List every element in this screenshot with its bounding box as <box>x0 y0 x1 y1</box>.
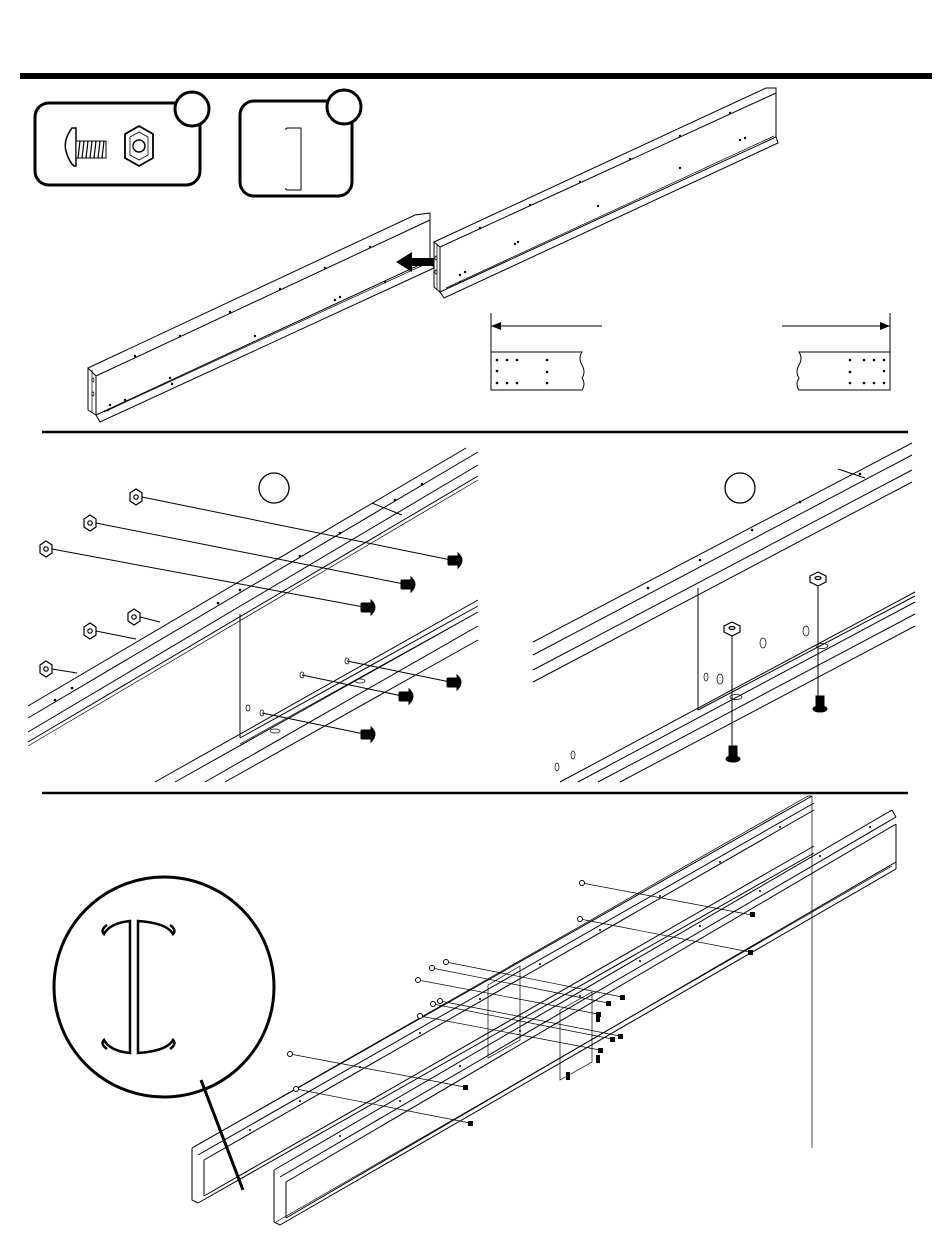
dimension-right-end <box>782 313 890 390</box>
nut-icon <box>724 572 826 636</box>
right-beam <box>434 88 778 298</box>
panel-double-beam-assembly <box>54 796 896 1225</box>
panel-join-beams <box>88 88 890 422</box>
parts-box-bolt <box>35 92 209 185</box>
back-beam <box>192 796 814 1203</box>
panel-bolt-side <box>28 448 478 782</box>
left-beam <box>88 213 434 422</box>
front-beam <box>274 810 896 1225</box>
parts-box-beam <box>240 90 361 196</box>
bolt-and-nut-icon <box>65 126 153 166</box>
detail-magnifier <box>54 877 274 1190</box>
panel-bolt-bottom <box>533 443 915 782</box>
bolt-icon <box>361 553 462 742</box>
dimension-left-end <box>491 313 602 390</box>
nut-icon <box>40 489 142 677</box>
fastener-icon <box>288 881 585 1092</box>
i-beam-profile-icon <box>286 128 301 190</box>
